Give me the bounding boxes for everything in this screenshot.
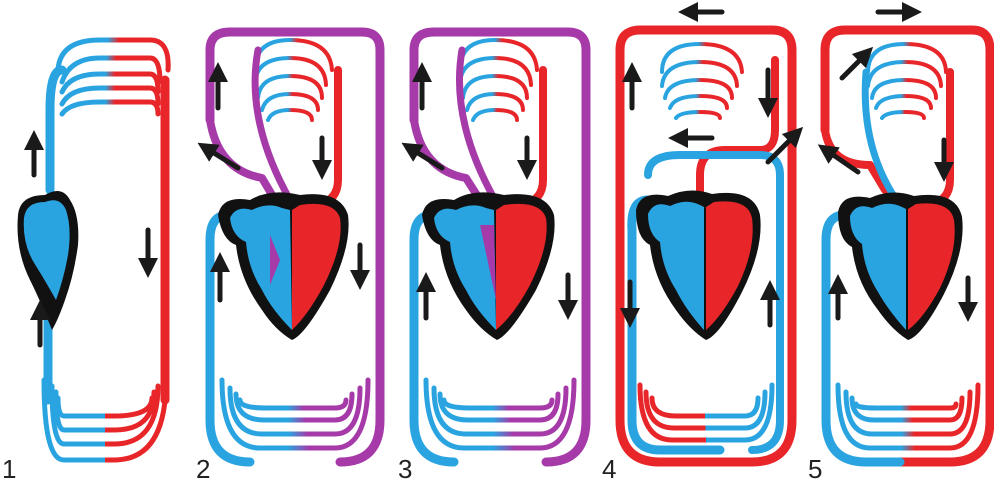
- body-capillaries: [838, 385, 978, 448]
- ventral-aorta: [50, 70, 62, 190]
- body-capillaries: [222, 380, 368, 448]
- lung-capillaries: [868, 44, 946, 118]
- heart-icon: [218, 192, 349, 340]
- panel-label: 4: [602, 454, 616, 484]
- panel-label: 5: [808, 454, 822, 484]
- panel-1: 1: [2, 40, 168, 484]
- heart-icon: [422, 192, 555, 340]
- body-capillaries: [426, 380, 574, 448]
- panel-5: 5: [808, 12, 990, 484]
- heart-icon: [636, 190, 761, 340]
- panel-label: 3: [398, 454, 412, 484]
- body-capillaries: [640, 385, 772, 440]
- lung-capillaries: [662, 44, 742, 118]
- panel-3: 3: [398, 32, 586, 484]
- panel-label: 1: [2, 454, 16, 484]
- lung-capillaries: [255, 40, 332, 120]
- lung-capillaries: [460, 40, 537, 120]
- gill-capillaries: [58, 40, 168, 114]
- panel-label: 2: [196, 454, 210, 484]
- panel-2: 2: [196, 32, 380, 484]
- heart-icon: [18, 191, 79, 330]
- heart-icon: [838, 192, 963, 340]
- panel-4: 4: [602, 12, 796, 484]
- body-capillaries: [44, 380, 166, 460]
